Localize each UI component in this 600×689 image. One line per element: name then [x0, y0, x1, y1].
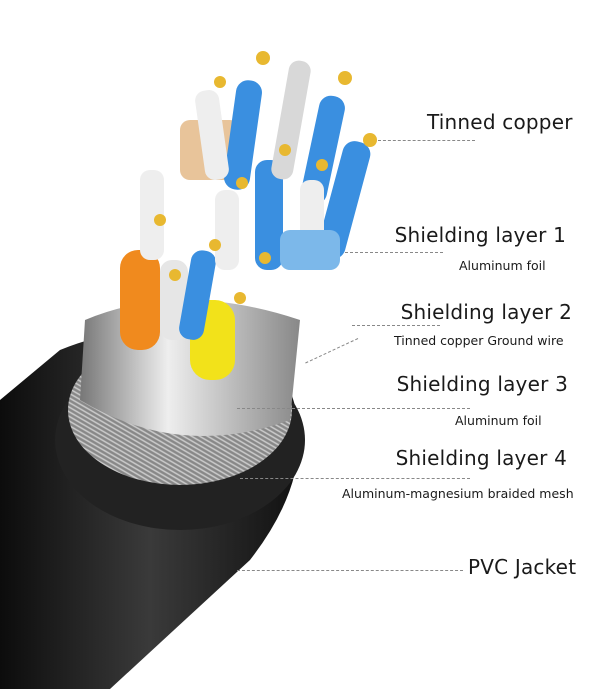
sublabel-shielding-layer-4: Aluminum-magnesium braided mesh: [342, 486, 574, 501]
leader-shielding-1: [345, 252, 443, 253]
label-shielding-layer-4: Shielding layer 4: [395, 446, 567, 470]
sublabel-shielding-layer-2: Tinned copper Ground wire: [394, 333, 564, 348]
leader-shielding-4: [240, 478, 470, 479]
label-shielding-layer-1: Shielding layer 1: [394, 223, 566, 247]
leader-shielding-2: [352, 325, 440, 326]
wire-pairs: [120, 51, 377, 380]
label-shielding-layer-3: Shielding layer 3: [396, 372, 568, 396]
sublabel-shielding-layer-3: Aluminum foil: [455, 413, 542, 428]
label-shielding-layer-2: Shielding layer 2: [400, 300, 572, 324]
leader-shielding-3: [237, 408, 470, 409]
leader-pvc-jacket: [237, 570, 463, 571]
sublabel-shielding-layer-1: Aluminum foil: [459, 258, 546, 273]
label-tinned-copper: Tinned copper: [427, 110, 573, 134]
leader-tinned-copper: [378, 140, 475, 141]
label-pvc-jacket: PVC Jacket: [468, 555, 577, 579]
